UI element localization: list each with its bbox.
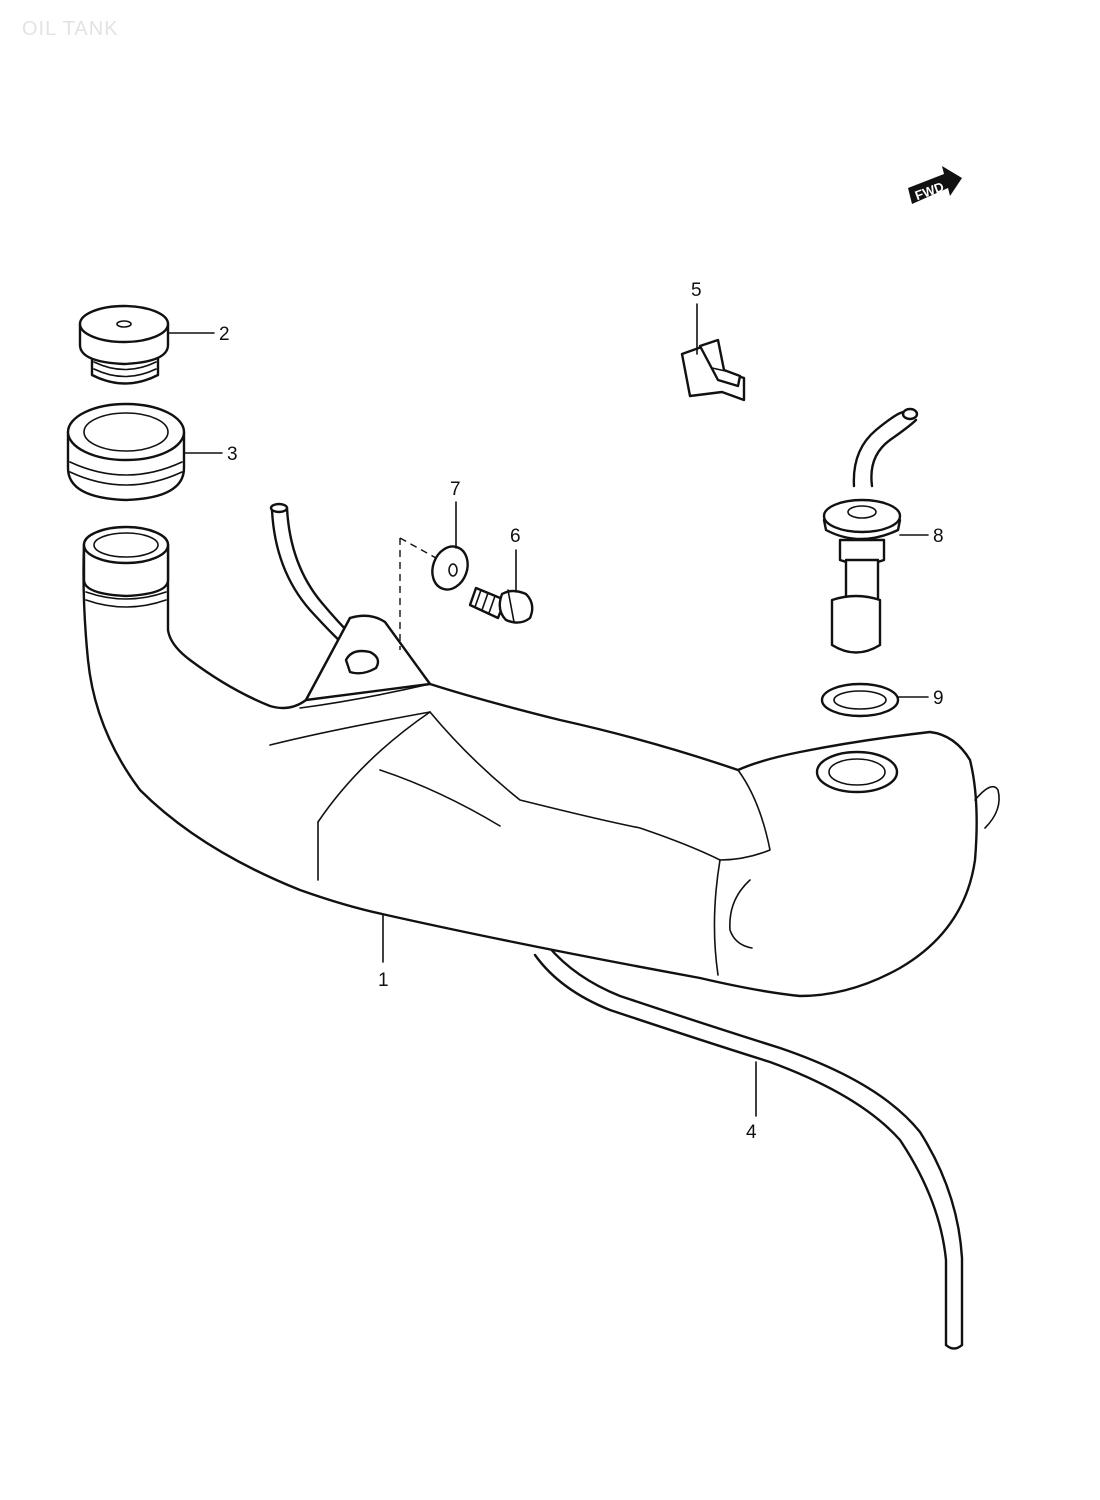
callout-2: 2 xyxy=(219,324,230,345)
breather-tube xyxy=(269,502,354,648)
callout-5: 5 xyxy=(691,280,702,301)
oil-tank xyxy=(82,525,1000,998)
gauge-gasket xyxy=(820,682,900,718)
callout-7: 7 xyxy=(450,479,461,500)
callout-8: 8 xyxy=(933,526,944,547)
callout-9: 9 xyxy=(933,688,944,709)
clip xyxy=(680,338,746,402)
callout-3: 3 xyxy=(227,444,238,465)
filler-cap xyxy=(78,304,170,385)
callout-4: 4 xyxy=(746,1122,757,1143)
alignment-line xyxy=(399,537,437,650)
outlet-hose xyxy=(533,944,964,1350)
bolt xyxy=(468,586,534,624)
fwd-label: FWD xyxy=(913,179,946,203)
callout-6: 6 xyxy=(510,526,521,547)
leader-lines xyxy=(167,303,929,1117)
oil-level-gauge xyxy=(822,407,919,654)
callout-1: 1 xyxy=(378,970,389,991)
forward-arrow-icon: FWD xyxy=(908,166,962,204)
cap-grommet xyxy=(66,402,186,502)
page-title: OIL TANK xyxy=(22,18,119,40)
washer xyxy=(431,545,469,591)
